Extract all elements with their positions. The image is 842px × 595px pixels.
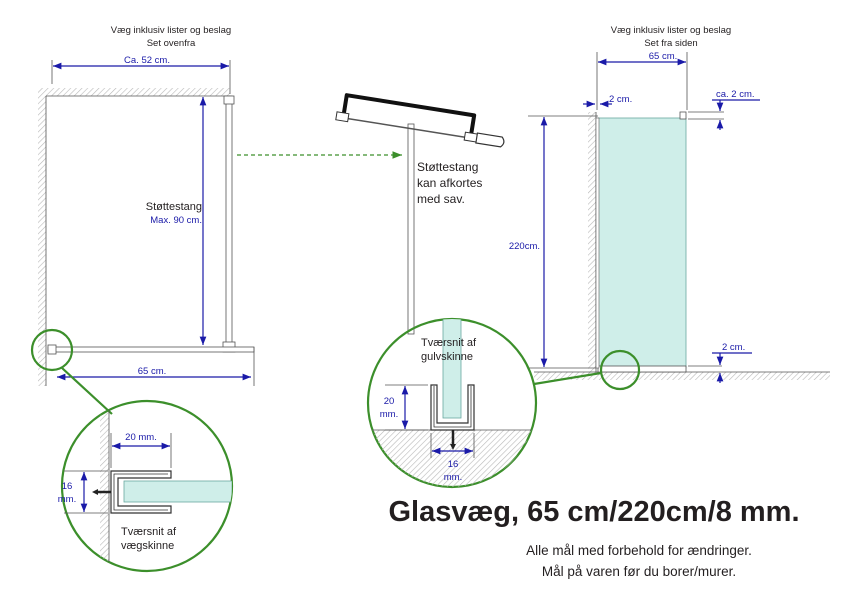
rod-note-1: Støttestang [417, 160, 478, 174]
dim-top-width-label: Ca. 52 cm. [124, 55, 170, 66]
side-view: Væg inklusiv lister og beslag Set fra si… [509, 25, 830, 383]
saw-icon [335, 93, 505, 148]
callout-small-circle-right [599, 349, 641, 391]
top-view-heading-1: Væg inklusiv lister og beslag [111, 25, 231, 36]
floor-rail-side [597, 365, 687, 373]
floor-rail-caption-2: gulvskinne [421, 351, 473, 363]
callout-small-circle-left [30, 328, 74, 372]
disclaimer-line-1: Alle mål med forbehold for ændringer. [526, 543, 752, 558]
floor-rail-height-label-2: mm. [380, 409, 398, 420]
support-rod [225, 95, 233, 349]
wall-rail-profile [110, 470, 172, 514]
floor-rail-profile [430, 384, 475, 431]
disclaimer-line-2: Mål på varen før du borer/murer. [542, 564, 736, 579]
side-view-heading-2: Set fra siden [644, 38, 697, 49]
floor-rail-width-label-1: 16 [448, 459, 459, 470]
wall-rail-caption-1: Tværsnit af [121, 526, 177, 538]
rod-max-label: Max. 90 cm. [150, 215, 202, 226]
wall-hatch-top [38, 88, 230, 96]
side-width-label: 65 cm. [649, 51, 678, 62]
rod-label: Støttestang [146, 201, 202, 213]
glass-cross-section-floor [442, 319, 462, 419]
wall-rail-width-label: 20 mm. [125, 432, 157, 443]
side-wall-hatch [588, 112, 596, 377]
side-view-heading-1: Væg inklusiv lister og beslag [611, 25, 731, 36]
side-height-label: 220cm. [509, 241, 540, 252]
side-bottom-gap-label: 2 cm. [722, 342, 745, 353]
rod-note-2: kan afkortes [417, 176, 482, 190]
wall-rail-caption-2: vægskinne [121, 540, 174, 552]
floor-hatch [534, 372, 830, 380]
wall-rail-height-label-1: 16 [62, 481, 73, 492]
side-left-gap-label: 2 cm. [609, 94, 632, 105]
product-title: Glasvæg, 65 cm/220cm/8 mm. [388, 496, 799, 528]
top-view: Væg inklusiv lister og beslag Set ovenfr… [38, 25, 255, 386]
wall-rail-height-label-2: mm. [58, 494, 76, 505]
side-top-gap-label: ca. 2 cm. [716, 89, 755, 100]
glass-panel-side [597, 117, 687, 369]
support-rod-middle [407, 123, 415, 335]
rod-note-3: med sav. [417, 192, 465, 206]
floor-rail-width-label-2: mm. [444, 472, 462, 483]
dim-bottom-width-label: 65 cm. [138, 366, 167, 377]
glass-panel-top-view [47, 346, 255, 353]
glass-cross-section-wall [123, 480, 232, 503]
wall-rail-callout: 20 mm. 16 mm. Tværsnit af vægskinne [30, 328, 234, 573]
floor-rail-height-label-1: 20 [384, 396, 395, 407]
cut-rod-illustration: Støttestang kan afkortes med sav. [335, 93, 505, 335]
floor-rail-caption-1: Tværsnit af [421, 337, 477, 349]
wall-hatch-left [38, 96, 46, 386]
top-view-heading-2: Set ovenfra [147, 38, 196, 49]
